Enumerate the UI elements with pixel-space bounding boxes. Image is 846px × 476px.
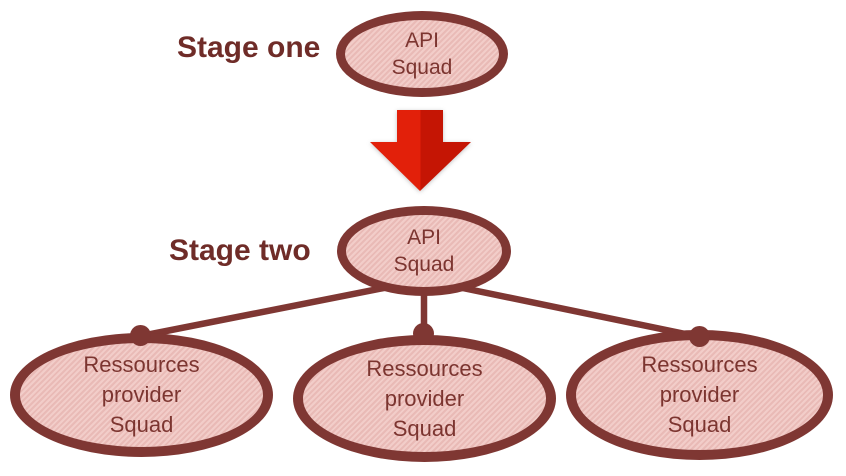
node-label-line: API bbox=[405, 29, 439, 52]
node-label-line: Ressources bbox=[83, 352, 200, 377]
node-label-line: provider bbox=[384, 385, 465, 411]
connector-dot-middle bbox=[413, 323, 434, 344]
down-arrow-icon bbox=[370, 110, 471, 191]
node-label-line: API bbox=[407, 226, 441, 249]
stage-one-label: Stage one bbox=[177, 31, 321, 64]
node-label-line: Ressources bbox=[366, 355, 483, 381]
stage-two-label: Stage two bbox=[169, 234, 311, 267]
node-label-line: Squad bbox=[392, 415, 457, 441]
node-label-line: Squad bbox=[391, 56, 453, 79]
node-label-line: provider bbox=[659, 382, 740, 407]
node-resources-provider-squad-3: Ressources provider Squad bbox=[566, 330, 833, 460]
node-label-line: provider bbox=[101, 382, 182, 407]
node-resources-provider-squad-1: Ressources provider Squad bbox=[10, 333, 273, 457]
node-api-squad-stage-one: API Squad bbox=[336, 11, 508, 97]
node-label-line: Squad bbox=[393, 253, 455, 276]
node-label-line: Ressources bbox=[641, 352, 758, 377]
connector-dot-right bbox=[689, 326, 710, 347]
node-api-squad-stage-two: API Squad bbox=[337, 206, 511, 296]
node-label-line: Squad bbox=[109, 412, 174, 437]
node-resources-provider-squad-2: Ressources provider Squad bbox=[293, 335, 556, 462]
connector-dot-left bbox=[130, 325, 151, 346]
node-label-line: Squad bbox=[667, 412, 732, 437]
